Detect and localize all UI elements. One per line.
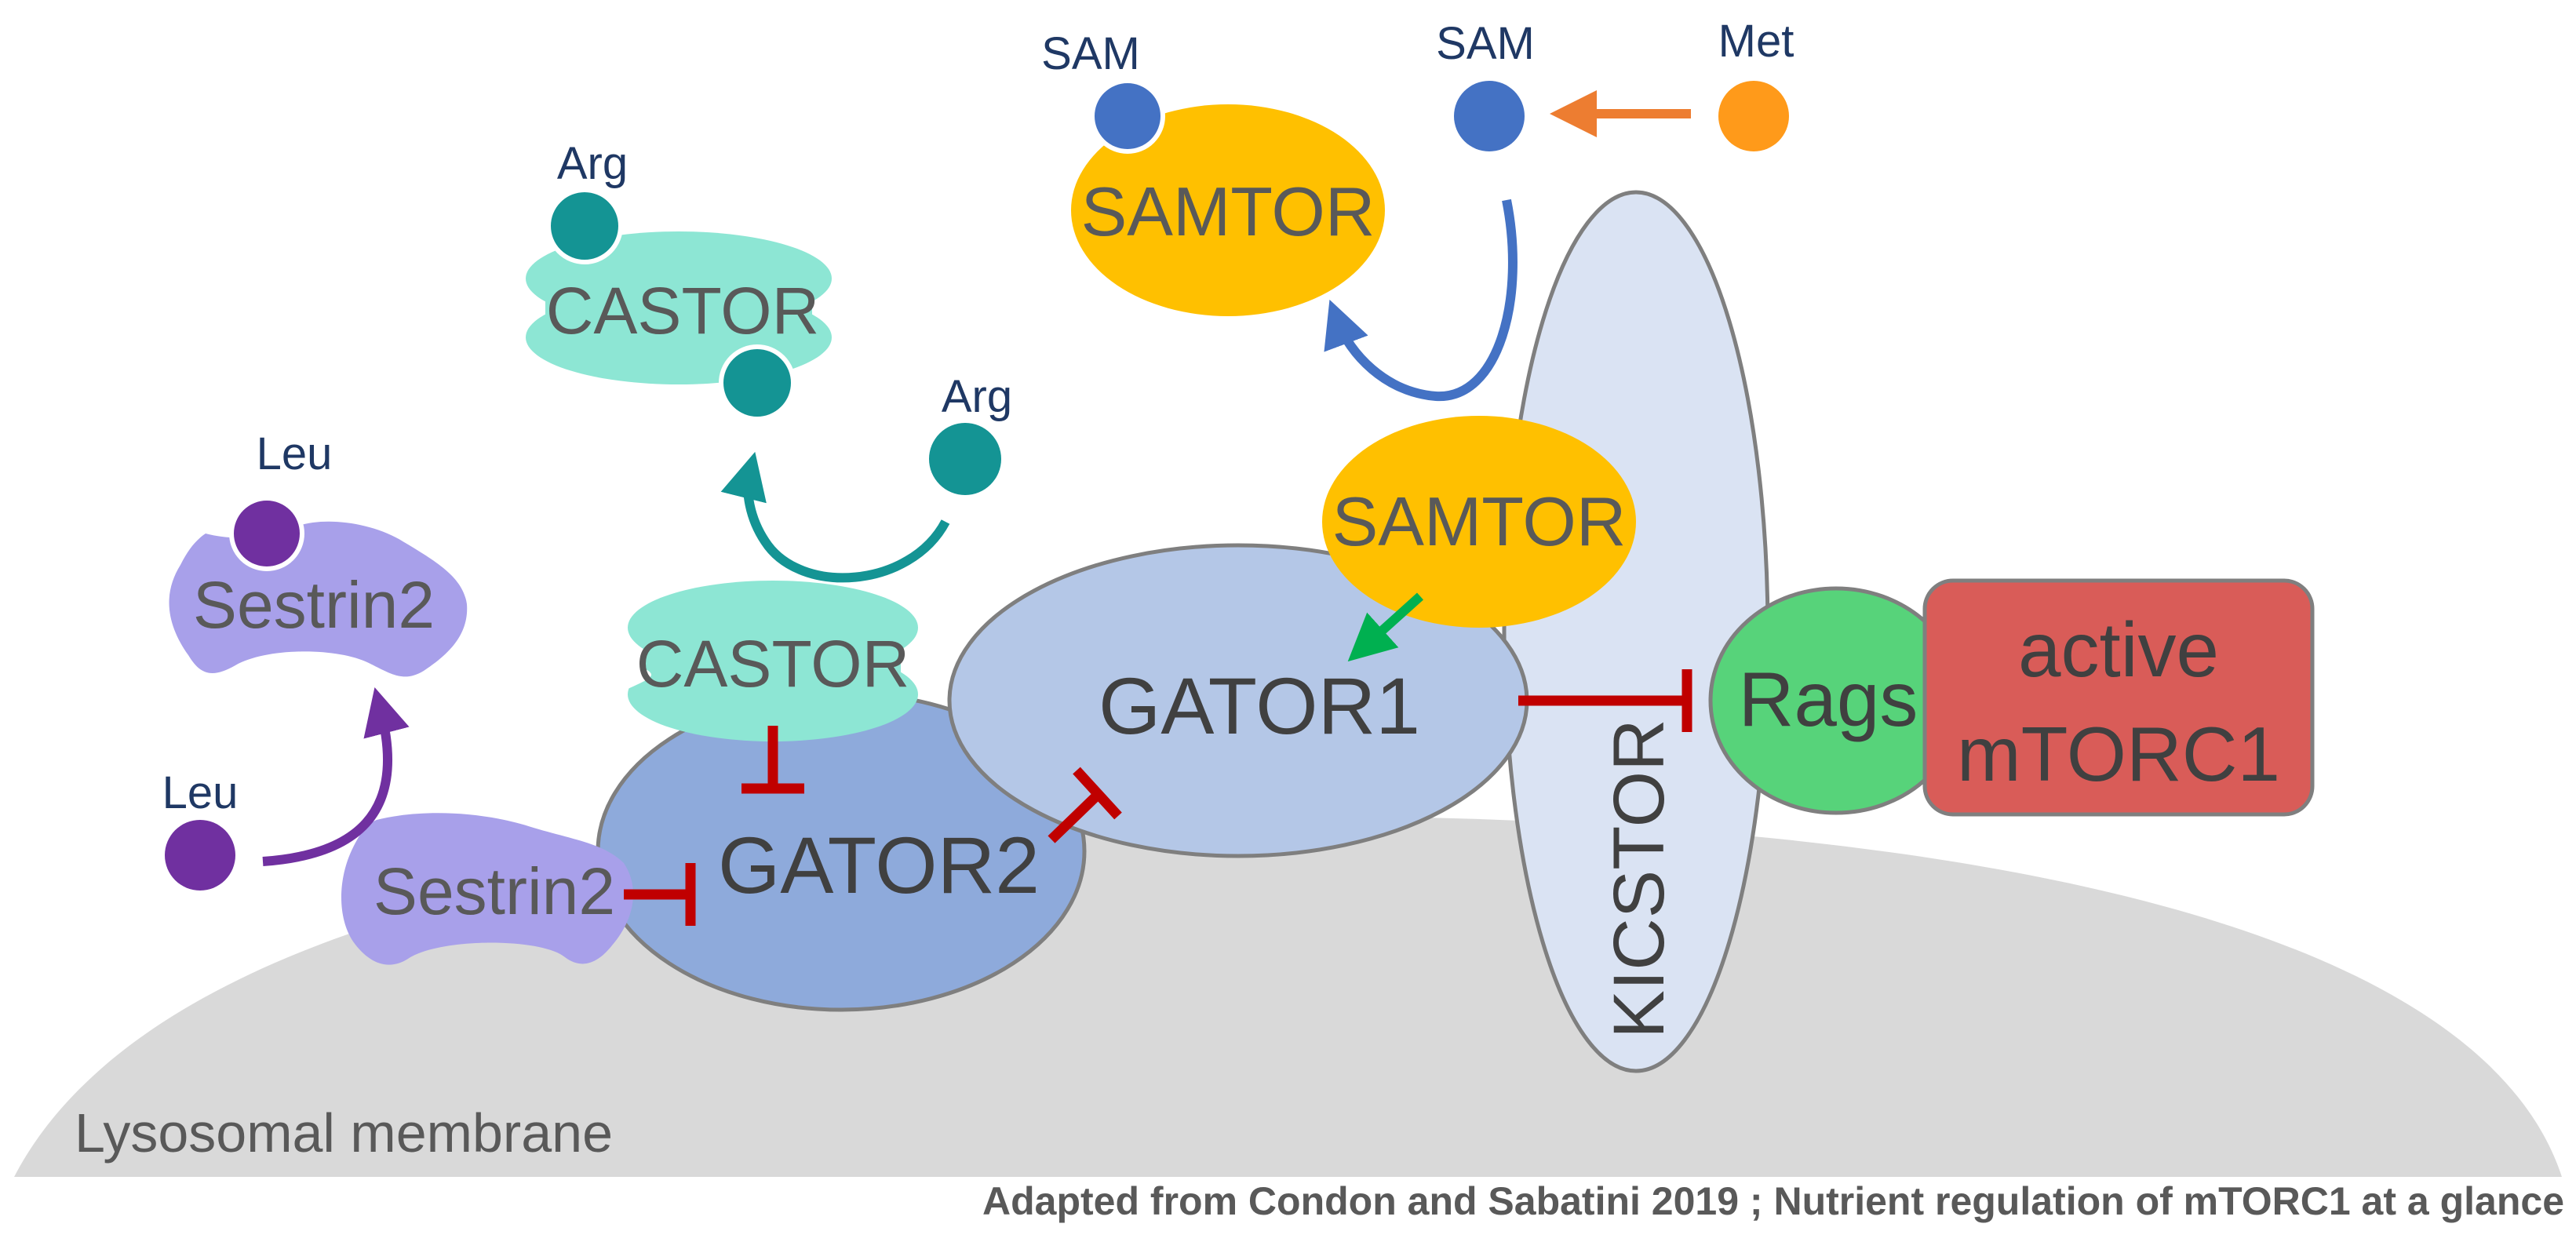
arrow-leu-to-sestrin <box>262 687 410 866</box>
met-dot <box>1718 81 1789 151</box>
leu-dot-sestrin <box>229 496 304 571</box>
inhibit-gator1-rags <box>1518 669 1692 732</box>
sam-dot-free <box>1454 81 1525 151</box>
gator2-label: GATOR2 <box>718 821 1040 910</box>
arrow-samtor-to-gator1 <box>1347 592 1424 662</box>
mtorc1-complex <box>1922 578 2315 817</box>
sam-dot-samtor <box>1090 78 1165 154</box>
samtor-bound-label: SAMTOR <box>1332 483 1627 560</box>
mtorc1-label-line2: mTORC1 <box>1957 711 2280 797</box>
arrow-arg-to-castor <box>720 451 950 583</box>
kicstor-label: KICSTOR <box>1599 719 1679 1038</box>
sestrin-free-label: Sestrin2 <box>193 568 435 642</box>
arg-label-right: Arg <box>942 371 1012 422</box>
castor-bound <box>628 581 918 741</box>
samtor-free <box>1071 104 1385 316</box>
castor-free-label: CASTOR <box>546 274 820 348</box>
arg-dot-free <box>929 423 1001 495</box>
arg-dot-castor-top <box>546 188 623 264</box>
arg-label-top: Arg <box>557 138 628 189</box>
castor-bound-label: CASTOR <box>636 627 910 701</box>
arrow-sam-to-samtor <box>1324 199 1518 402</box>
met-label: Met <box>1718 16 1794 67</box>
leu-dot-free <box>165 820 235 891</box>
samtor-free-label: SAMTOR <box>1081 173 1375 250</box>
membrane-label: Lysosomal membrane <box>75 1102 613 1164</box>
sam-label-right: SAM <box>1436 18 1535 69</box>
leu-label-top: Leu <box>257 428 333 479</box>
sestrin-bound <box>341 813 633 965</box>
arg-dot-castor-bottom <box>719 344 796 421</box>
sestrin-bound-label: Sestrin2 <box>373 854 615 928</box>
rags-label: Rags <box>1739 656 1918 742</box>
leu-label-bottom: Leu <box>162 767 239 818</box>
gator1-label: GATOR1 <box>1099 661 1420 751</box>
source-caption: Adapted from Condon and Sabatini 2019 ; … <box>982 1179 2564 1223</box>
samtor-bound <box>1322 416 1636 628</box>
inhibit-sestrin-gator2 <box>624 863 696 926</box>
inhibit-castor-gator2 <box>741 726 804 794</box>
mtorc1-label-line1: active <box>2018 606 2219 693</box>
sam-label-left: SAM <box>1041 28 1140 79</box>
inhibit-gator2-gator1 <box>1048 767 1122 843</box>
